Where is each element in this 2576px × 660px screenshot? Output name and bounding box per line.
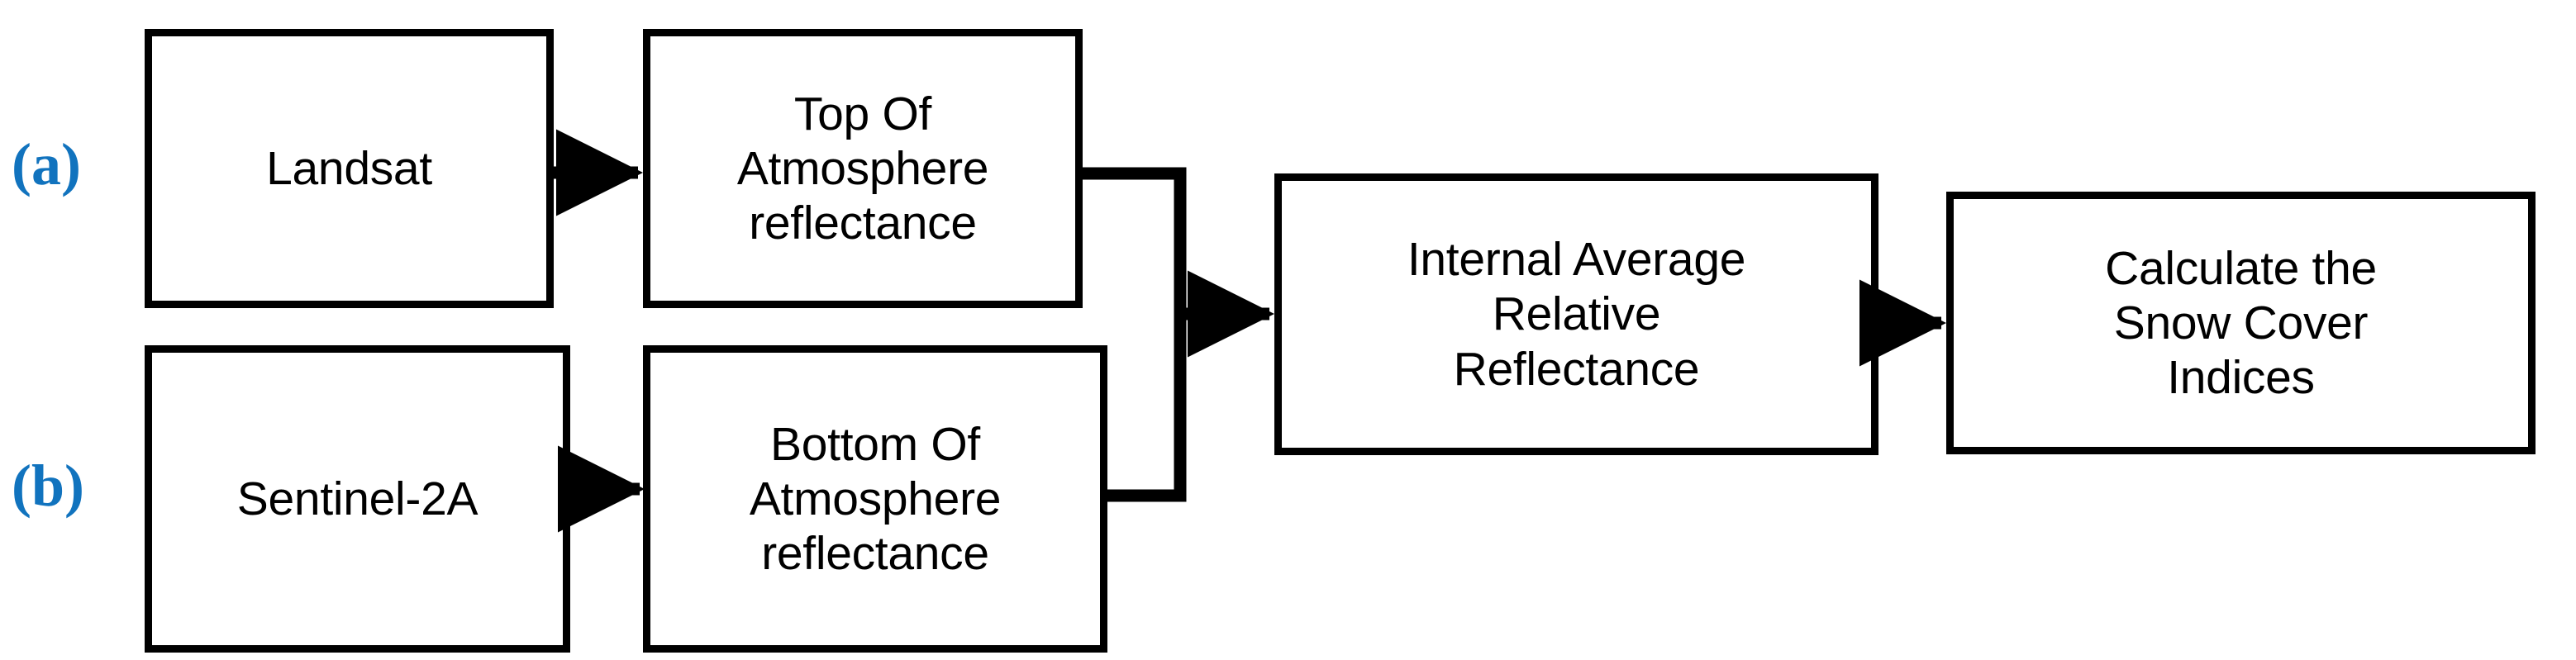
edge-toa-to-merge [1079, 167, 1187, 314]
panel-label-a: (a) [12, 131, 81, 197]
node-sentinel-2a: Sentinel-2A [145, 345, 570, 653]
edge-boa-to-merge [1104, 314, 1187, 502]
node-landsat: Landsat [145, 29, 554, 308]
node-calculate-snow-cover-indices: Calculate the Snow Cover Indices [1946, 192, 2536, 454]
node-top-of-atmosphere-reflectance: Top Of Atmosphere reflectance [643, 29, 1083, 308]
node-bottom-of-atmosphere-reflectance: Bottom Of Atmosphere reflectance [643, 345, 1107, 653]
panel-label-b: (b) [12, 453, 84, 519]
node-internal-average-relative-reflectance: Internal Average Relative Reflectance [1274, 173, 1878, 455]
